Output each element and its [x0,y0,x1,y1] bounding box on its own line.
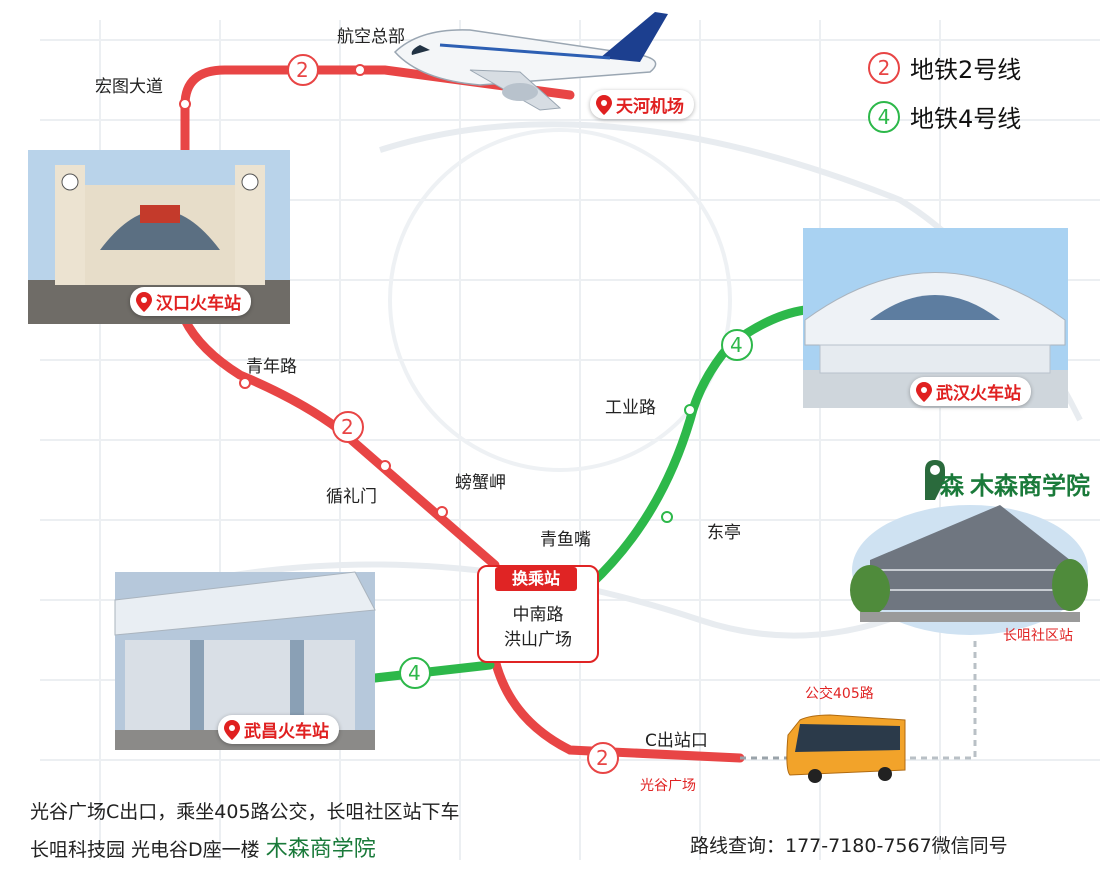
walk-route-dashes [910,640,977,760]
changju-campus-photo [850,460,1088,635]
line2-badge-bottom-number: 2 [596,746,609,770]
guanggu-label: 光谷广场 [640,778,696,794]
legend-line4: 4 地铁4号线 [868,99,1021,134]
station-hangkong: 航空总部 [337,27,405,47]
footer-directions: 光谷广场C出口，乘坐405路公交，长咀社区站下车 [30,801,460,823]
pin-hankou-label: 汉口火车站 [156,294,241,314]
transfer-station-hongshan: 洪山广场 [504,630,572,650]
line4-badge-right-number: 4 [730,333,743,357]
footer-address-text: 长咀科技园 光电谷D座一楼 [30,839,266,861]
footer-contact: 路线查询：177-7180-7567微信同号 [690,835,1008,857]
bus-illustration [786,714,906,783]
transfer-title: 换乘站 [495,567,577,591]
exit-c-label: C出站口 [645,731,708,751]
line4-badge-right [721,329,753,361]
bus-405-label: 公交405路 [805,686,874,702]
legend-line4-label: 地铁4号线 [910,105,1022,133]
station-xunli: 循礼门 [326,487,377,507]
line4-station-dots [661,404,696,523]
legend-line2: 2 地铁2号线 [868,50,1021,85]
line4-badge-left [399,657,431,689]
airplane-illustration [393,12,668,111]
line2-badge-mid-number: 2 [341,415,354,439]
line2-badge-top-number: 2 [296,58,309,82]
station-pangxie: 螃蟹岬 [455,473,506,493]
line2-legend-icon: 2 [868,51,900,84]
station-gongye: 工业路 [605,398,656,418]
station-hongtu: 宏图大道 [95,77,163,97]
brand-logo-icon: 森 [940,472,964,500]
location-pin-icon [916,381,932,402]
line2-badge-mid [332,411,364,443]
pin-wuchang-label: 武昌火车站 [244,722,329,742]
pin-tianhe: 天河机场 [590,90,694,119]
location-pin-icon [136,291,152,312]
line4-badge-left-number: 4 [408,661,421,685]
transfer-station-zhongnan: 中南路 [512,605,564,625]
footer-address: 长咀科技园 光电谷D座一楼 木森商学院 [30,831,376,863]
line4-track [370,305,810,683]
station-dongting: 东亭 [707,523,741,543]
pin-wuhan: 武汉火车站 [910,377,1031,406]
line2-badge-top [287,54,319,86]
line2-station-dots [179,64,448,518]
brand-logo: 森 木森商学院 [940,466,1090,501]
footer-brand: 木森商学院 [265,837,376,862]
line4-legend-icon: 4 [868,100,900,133]
changju-station-label: 长咀社区站 [1003,628,1073,644]
pin-wuchang: 武昌火车站 [218,715,339,744]
line2-badge-bottom [587,742,619,774]
location-pin-icon [596,94,612,115]
station-qingnian: 青年路 [246,357,297,377]
pin-tianhe-label: 天河机场 [616,97,684,117]
station-qingyu: 青鱼嘴 [540,530,591,550]
legend-line2-label: 地铁2号线 [910,56,1022,84]
brand-name: 木森商学院 [970,472,1090,500]
pin-wuhan-label: 武汉火车站 [936,384,1021,404]
pin-hankou: 汉口火车站 [130,287,251,316]
location-pin-icon [224,719,240,740]
